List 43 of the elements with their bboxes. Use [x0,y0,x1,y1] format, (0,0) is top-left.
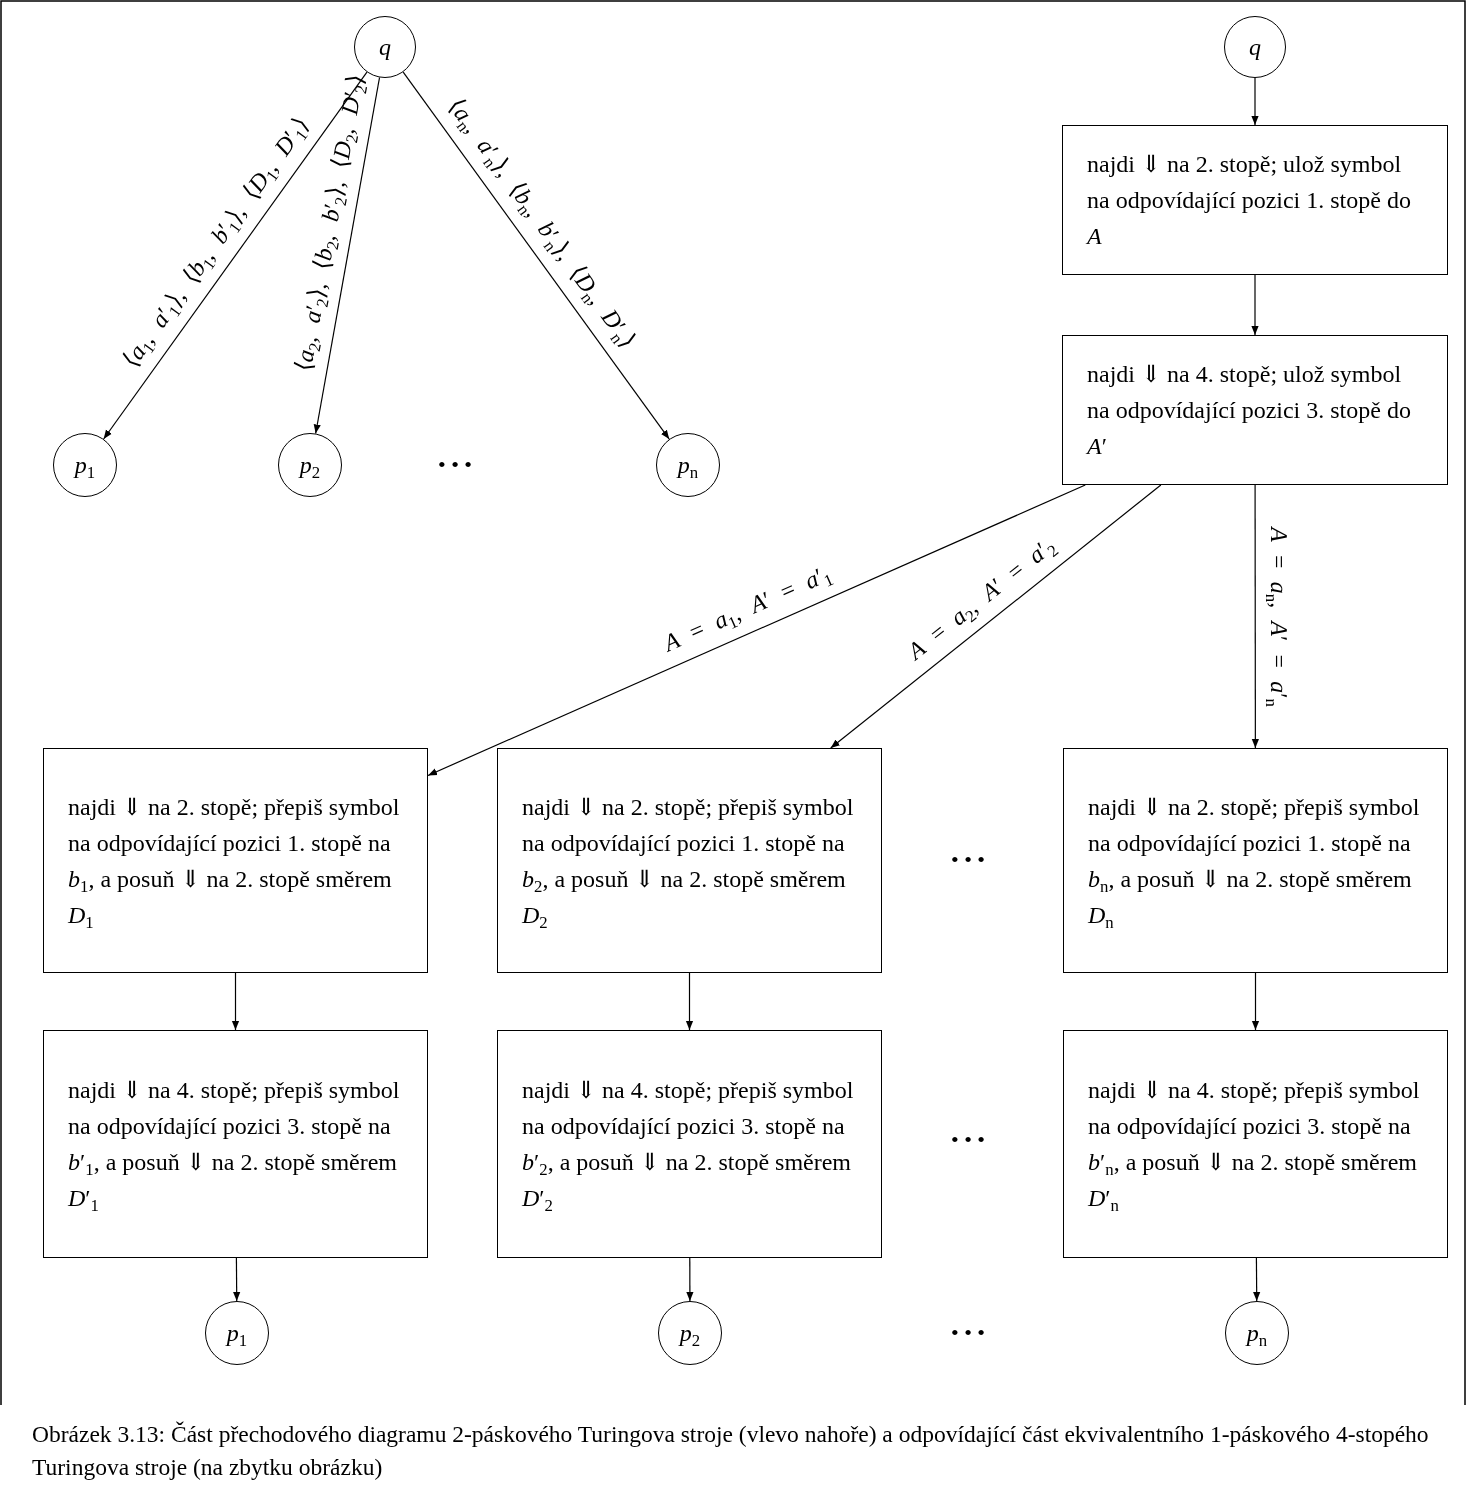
arrow [1251,77,1259,126]
process-box [1063,1030,1448,1258]
arrow [233,1257,241,1302]
ellipsis-text: • • • [950,1127,986,1153]
state-label: p$_{n}$ [677,451,699,479]
ellipsis-text: • • • [950,1320,986,1346]
arrow [1251,972,1260,1031]
arrow [402,71,670,440]
process-box [1062,335,1448,485]
arrow [686,1257,694,1302]
state-label: q [379,33,391,61]
state-label: p$_{1}$ [226,1319,248,1347]
arrow [1251,274,1259,336]
box-text: najdi ⇓ na 4. stopě; ulož symbol na odpovídající pozici 3. stopě do A′ [1087,360,1412,461]
process-box [43,748,428,973]
state-label: q [1249,33,1261,61]
state-label: p$_{2}$ [299,451,321,479]
arrow [685,972,694,1031]
process-box [43,1030,428,1258]
box-text: najdi ⇓ na 2. stopě; přepiš symbol na odpovídající pozici 1. stopě na b$_{2}$, a posuň ⇓ na 2. stopě směrem D$_{2}$ [522,792,855,933]
figure-caption: Obrázek 3.13: Část přechodového diagramu 2-páskového Turingova stroje (vlevo nahoře) a odpovídající část ekvivalentního 1-páskového 4-stopého Turingova stroje (na zbytku obrázku) [32,1420,1430,1482]
state-label: p$_{1}$ [74,451,96,479]
box-text: najdi ⇓ na 2. stopě; ulož symbol na odpovídající pozici 1. stopě do A [1087,150,1412,251]
process-box [1063,748,1448,973]
state-label: p$_{2}$ [679,1319,701,1347]
box-text: najdi ⇓ na 4. stopě; přepiš symbol na odpovídající pozici 3. stopě na b′$_{2}$, a posuň ⇓ na 2. stopě směrem D′$_{2}$ [522,1076,855,1216]
ellipsis-text: • • • [437,452,473,478]
arrow [1253,1257,1261,1302]
box-text: najdi ⇓ na 4. stopě; přepiš symbol na odpovídající pozici 3. stopě na b′$_{n}$, a posuň ⇓ na 2. stopě směrem D′$_{n}$ [1088,1076,1421,1216]
process-box [497,1030,882,1258]
ellipsis-text: • • • [950,847,986,873]
box-text: najdi ⇓ na 4. stopě; přepiš symbol na odpovídající pozici 3. stopě na b′$_{1}$, a posuň ⇓ na 2. stopě směrem D′$_{1}$ [68,1076,401,1216]
process-box [497,748,882,973]
arrow [231,972,240,1031]
state-label: p$_{n}$ [1246,1319,1268,1347]
box-text: najdi ⇓ na 2. stopě; přepiš symbol na odpovídající pozici 1. stopě na b$_{1}$, a posuň ⇓ na 2. stopě směrem D$_{1}$ [68,792,401,933]
box-text: najdi ⇓ na 2. stopě; přepiš symbol na odpovídající pozici 1. stopě na b$_{n}$, a posuň ⇓ na 2. stopě směrem D$_{n}$ [1088,792,1421,933]
arrow [1251,484,1259,749]
arrow [313,76,381,435]
process-box [1062,125,1448,275]
arrow [103,71,368,440]
arrow [427,484,1086,777]
arrow [830,484,1162,749]
